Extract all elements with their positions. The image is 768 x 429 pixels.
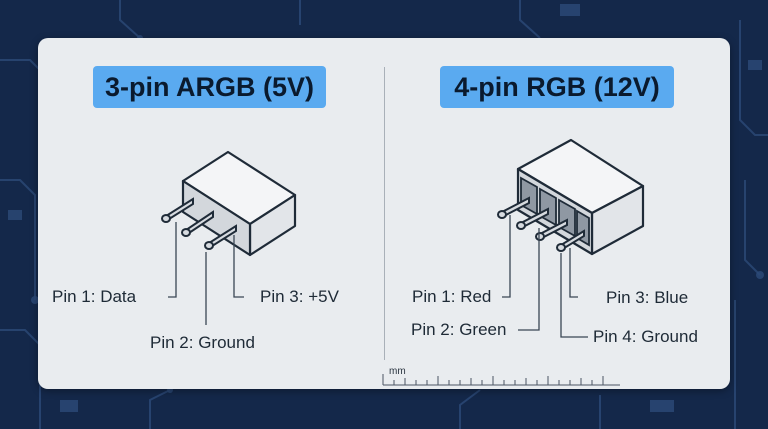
rgb-pin-2-label: Pin 2: Green [411, 320, 507, 339]
title-4pin-rgb: 4-pin RGB (12V) [440, 66, 674, 108]
ruler-unit-label: mm [389, 366, 406, 377]
argb-leader-lines [168, 222, 244, 325]
rgb-pins [497, 196, 585, 252]
argb-pin-2-label: Pin 2: Ground [150, 333, 255, 352]
rgb-pin-4-label: Pin 4: Ground [593, 327, 698, 346]
section-divider [384, 67, 385, 360]
rgb-pin-1-label: Pin 1: Red [412, 287, 492, 306]
title-3pin-argb: 3-pin ARGB (5V) [93, 66, 326, 108]
argb-pin-3-label: Pin 3: +5V [260, 287, 339, 306]
argb-3pin-connector [181, 150, 297, 257]
argb-pin-1-label: Pin 1: Data [52, 287, 137, 306]
rgb-pin-3-label: Pin 3: Blue [606, 288, 689, 307]
argb-pins [161, 197, 237, 250]
rgb-leader-lines [502, 215, 588, 338]
scale-ruler [382, 374, 620, 386]
